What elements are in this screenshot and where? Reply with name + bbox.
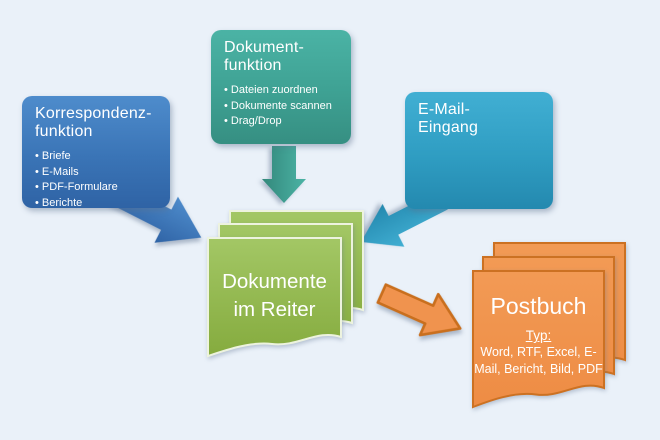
bullet-item: PDF-Formulare (35, 180, 157, 196)
dokument-bullets: Dateien zuordnen Dokumente scannen Drag/… (224, 83, 338, 130)
postbuch-title: Postbuch (490, 293, 587, 319)
korrespondenz-title-line1: Korrespondenz- (35, 105, 152, 122)
korrespondenz-box: Korrespondenz- funktion Briefe E-Mails P… (22, 96, 170, 211)
reiter-label: Dokumente im Reiter (207, 268, 342, 325)
postbuch-types: Word, RTF, Excel, E-Mail, Bericht, Bild,… (474, 345, 603, 376)
postbuch-label: Postbuch Typ: Word, RTF, Excel, E-Mail, … (472, 293, 605, 377)
dokument-title-line2: funktion (224, 57, 282, 75)
bullet-item: Briefe (35, 149, 157, 165)
email-title-line2: Eingang (418, 119, 479, 137)
dokument-title-line1: Dokument- (224, 39, 305, 56)
email-title-line1: E-Mail- (418, 101, 471, 118)
bullet-item: Drag/Drop (224, 114, 338, 130)
email-box: E-Mail- Eingang (405, 92, 553, 209)
korrespondenz-title-line2: funktion (35, 123, 93, 141)
reiter-label-line1: Dokumente (222, 270, 327, 293)
bullet-item: Dateien zuordnen (224, 83, 338, 99)
dokument-title: Dokument- funktion (224, 39, 338, 75)
dokument-box: Dokument- funktion Dateien zuordnen Doku… (211, 30, 351, 144)
email-title: E-Mail- Eingang (418, 101, 540, 137)
arrow-dokument-to-reiter (262, 146, 306, 203)
bullet-item: E-Mails (35, 165, 157, 181)
reiter-document-front (207, 237, 342, 358)
arrow-reiter-to-postbuch (376, 283, 462, 337)
korrespondenz-title: Korrespondenz- funktion (35, 105, 157, 141)
bullet-item: Berichte (35, 196, 157, 212)
postbuch-subtitle: Typ: (525, 328, 552, 344)
postbuch-document-front (472, 270, 605, 409)
reiter-label-line2: im Reiter (233, 298, 316, 322)
korrespondenz-bullets: Briefe E-Mails PDF-Formulare Berichte (35, 149, 157, 211)
bullet-item: Dokumente scannen (224, 99, 338, 115)
